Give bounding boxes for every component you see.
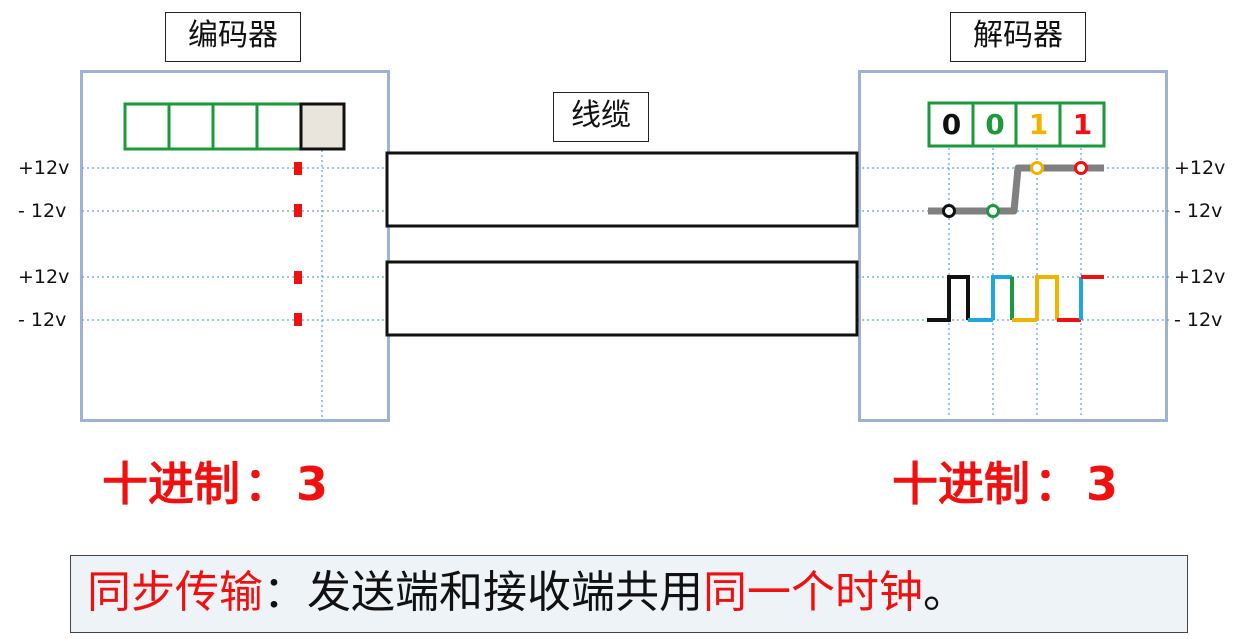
left-lower-high-label: +12v xyxy=(18,266,70,288)
decimal-colon: ： xyxy=(244,457,290,511)
left-upper-low-label: - 12v xyxy=(18,200,67,222)
sample-point xyxy=(1074,161,1088,175)
left-lower-low-label: - 12v xyxy=(18,309,67,331)
caption-box: 同步传输：发送端和接收端共用同一个时钟。 xyxy=(70,555,1188,633)
encoder-decimal: 十进制：3 xyxy=(102,456,328,512)
decimal-value: 3 xyxy=(1086,457,1119,511)
clock-signal xyxy=(927,275,1104,322)
decimal-label: 十进制 xyxy=(102,457,240,511)
caption-sync-transmission: 同步传输 xyxy=(87,567,263,618)
sample-point xyxy=(1030,161,1044,175)
register-cell xyxy=(255,102,303,151)
decoder-title: 解码器 xyxy=(950,12,1086,62)
decoder-bit-0: 0 xyxy=(941,108,962,141)
right-lower-low-label: - 12v xyxy=(1174,309,1223,331)
decimal-label: 十进制 xyxy=(892,457,1030,511)
decimal-value: 3 xyxy=(296,457,329,511)
cable-wire-clock xyxy=(385,260,859,337)
encoder-marker xyxy=(294,271,302,284)
decoder-bit-3: 1 xyxy=(1072,108,1093,141)
register-cell xyxy=(167,102,215,151)
cable-wire-data xyxy=(385,151,859,228)
cable-title: 线缆 xyxy=(553,92,649,142)
encoder-marker xyxy=(294,162,302,175)
register-cell xyxy=(211,102,259,151)
decoder-bit-2: 1 xyxy=(1028,108,1049,141)
left-upper-high-label: +12v xyxy=(18,157,70,179)
encoder-title: 编码器 xyxy=(165,12,301,62)
decoder-decimal: 十进制：3 xyxy=(892,456,1118,512)
encoder-marker xyxy=(294,313,302,326)
sample-point xyxy=(942,204,956,218)
caption-end: 。 xyxy=(923,567,967,618)
encoder-register xyxy=(123,102,346,151)
data-signal xyxy=(928,164,1104,215)
encoder-marker xyxy=(294,204,302,217)
caption-colon: ： xyxy=(263,567,307,618)
right-upper-low-label: - 12v xyxy=(1174,200,1223,222)
register-cell-active xyxy=(299,102,346,151)
decimal-colon: ： xyxy=(1034,457,1080,511)
register-cell xyxy=(123,102,171,151)
caption-shared: 发送端和接收端共用 xyxy=(307,567,703,618)
decoder-bit-1: 0 xyxy=(985,108,1005,141)
right-lower-high-label: +12v xyxy=(1174,266,1226,288)
right-upper-high-label: +12v xyxy=(1174,157,1226,179)
decoder-register xyxy=(927,101,1106,148)
sample-point xyxy=(986,204,1000,218)
caption-same-clock: 同一个时钟 xyxy=(703,567,923,618)
